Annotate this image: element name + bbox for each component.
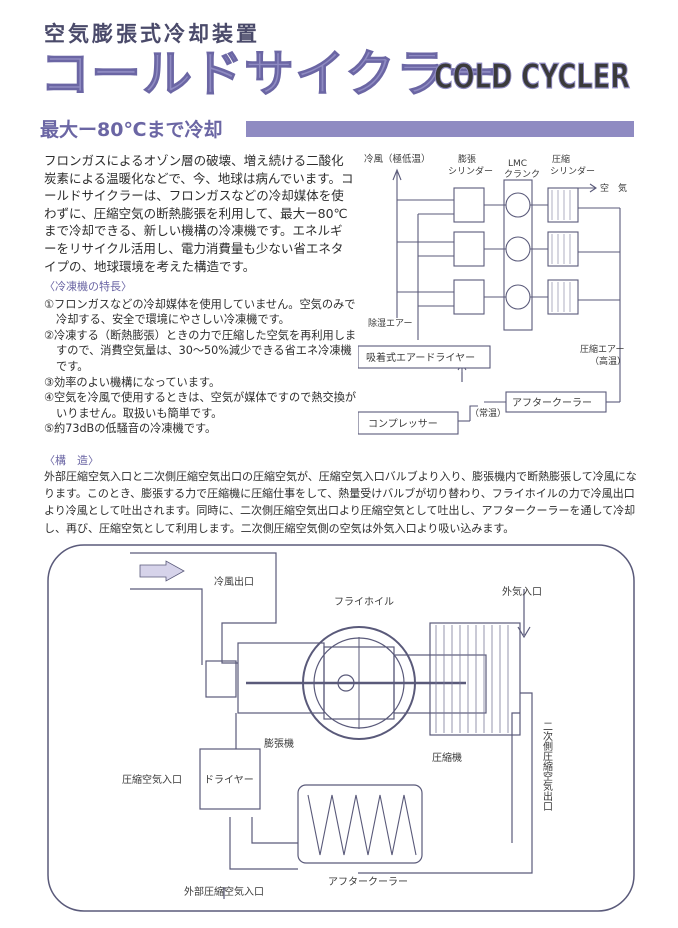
features-section: 〈冷凍機の特長〉 ①フロンガスなどの冷却媒体を使用していません。空気のみで冷却す…	[44, 279, 360, 437]
cold-air-label: 冷風（極低温）	[364, 153, 431, 165]
lmc-label: クランク	[504, 169, 540, 180]
aftercooler-label: アフタークーラー	[512, 397, 592, 409]
compressor-label: 圧縮機	[432, 751, 462, 764]
compressed-air-label: 圧縮エアー	[580, 343, 624, 355]
external-inlet-label: 外部圧縮空気入口	[184, 885, 264, 898]
dehumid-air-label: 除湿エアー	[368, 317, 412, 329]
feature-item: ⑤約73dBの低騒音の冷凍機です。	[44, 422, 217, 436]
flywheel-label: フライホイル	[334, 596, 394, 608]
intro-paragraph: フロンガスによるオゾン層の破壊、増え続ける二酸化炭素による温暖化などで、今、地球…	[44, 153, 354, 274]
outside-inlet-label: 外気入口	[502, 585, 542, 598]
subtitle-bar	[246, 121, 634, 137]
feature-item: ④空気を冷風で使用するときは、空気が媒体ですので熱交換がいりません。取扱いも簡単…	[44, 391, 357, 420]
expansion-cyl-label: シリンダー	[448, 165, 493, 177]
normal-temp-label: （常温）	[470, 407, 506, 419]
features-heading: 〈冷凍機の特長〉	[44, 280, 132, 293]
secondary-outlet-label: 二次側圧縮空気出口	[541, 721, 553, 811]
structure-paragraph: 外部圧縮空気入口と二次側圧縮空気出口の圧縮空気が、圧縮空気入口バルブより入り、膨…	[44, 470, 637, 535]
cold-outlet-label: 冷風出口	[214, 575, 254, 588]
feature-item: ①フロンガスなどの冷却媒体を使用していません。空気のみで冷却する、安全で環境にや…	[44, 297, 356, 327]
aftercooler-box	[505, 391, 607, 413]
dryer-label: ドライヤー	[204, 774, 254, 786]
dryer-box	[358, 345, 491, 369]
compressed-air-label: （高温）	[590, 355, 626, 367]
aftercooler-label: アフタークーラー	[328, 876, 408, 888]
comp-air-inlet-label: 圧縮空気入口	[122, 773, 182, 786]
expansion-cyl-label: 膨張	[458, 153, 476, 165]
subtitle: 最大ー80℃まで冷却	[40, 119, 223, 141]
product-title: コールドサイクラー	[40, 45, 498, 104]
feature-item: ②冷凍する（断熱膨張）ときの力で圧縮した空気を再利用しますので、消費空気量は、3…	[44, 328, 357, 373]
compression-cyl-label: シリンダー	[550, 165, 595, 177]
compressor-label: コンプレッサー	[368, 418, 438, 430]
dryer-label: 吸着式エアードライヤー	[366, 351, 475, 364]
air-label: 空 気	[600, 182, 627, 194]
compressor-box	[358, 411, 459, 435]
mechanism-diagram: 冷風出口 フライホイル 外気入口 膨張機 圧縮機 圧縮空気入口 ドライヤー アフ…	[47, 544, 635, 912]
feature-item: ③効率のよい機構になっています。	[44, 375, 221, 389]
structure-heading: 〈構 造〉	[44, 454, 99, 467]
expander-label: 膨張機	[264, 737, 294, 750]
super-title: 空気膨張式冷却装置	[44, 22, 260, 46]
compression-cyl-label: 圧縮	[552, 153, 570, 165]
cold-cycler-logo: COLD CYCLER	[433, 56, 630, 97]
lmc-label: LMC	[508, 159, 527, 169]
logo-text: COLD CYCLER	[434, 57, 630, 97]
system-flow-diagram: 冷風（極低温） 膨張 シリンダー LMC クランク 圧縮 シリンダー 空 気 除…	[358, 153, 627, 435]
